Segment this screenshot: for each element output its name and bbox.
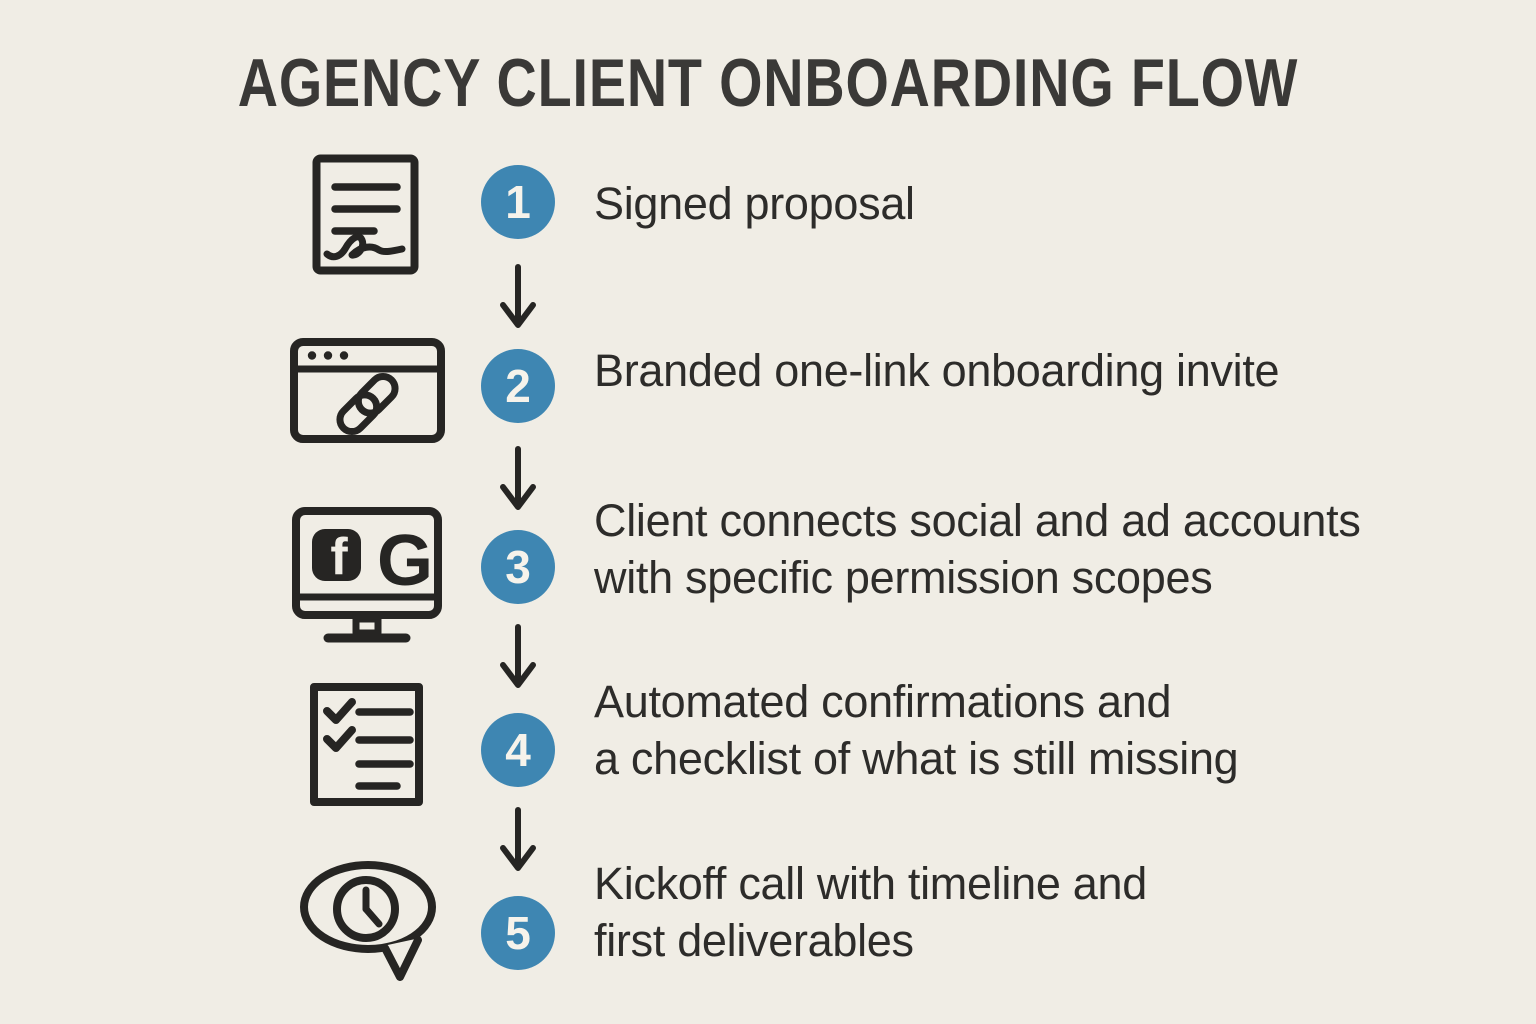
- step-label: Branded one-link onboarding invite: [594, 342, 1280, 399]
- monitor-social-ads-icon: f G: [292, 507, 442, 644]
- step-label: Automated confirmations and a checklist …: [594, 673, 1239, 787]
- flow-arrow-down-icon: [496, 623, 540, 691]
- browser-link-icon: [290, 338, 445, 443]
- step-number: 3: [505, 541, 531, 593]
- step-label: Kickoff call with timeline and first del…: [594, 855, 1147, 969]
- step-number-badge: 4: [481, 713, 555, 787]
- flow-arrow-down-icon: [496, 445, 540, 513]
- step-line: a checklist of what is still missing: [594, 733, 1239, 784]
- step-line: first deliverables: [594, 915, 914, 966]
- chat-clock-icon: [298, 859, 438, 981]
- flow-arrow-down-icon: [496, 806, 540, 874]
- page-title: AGENCY CLIENT ONBOARDING FLOW: [237, 45, 1299, 121]
- step-number: 5: [505, 907, 531, 959]
- step-line: Branded one-link onboarding invite: [594, 345, 1280, 396]
- step-number-badge: 2: [481, 349, 555, 423]
- step-label: Signed proposal: [594, 175, 915, 232]
- facebook-letter: f: [330, 528, 348, 586]
- step-number-badge: 3: [481, 530, 555, 604]
- step-label: Client connects social and ad accounts w…: [594, 492, 1361, 606]
- step-number: 1: [505, 176, 531, 228]
- checklist-icon: [310, 683, 423, 806]
- step-line: with specific permission scopes: [594, 552, 1213, 603]
- step-number-badge: 1: [481, 165, 555, 239]
- step-number: 2: [505, 360, 531, 412]
- step-line: Client connects social and ad accounts: [594, 495, 1361, 546]
- google-letter: G: [377, 521, 433, 601]
- step-line: Signed proposal: [594, 178, 915, 229]
- step-number: 4: [505, 724, 531, 776]
- step-line: Automated confirmations and: [594, 676, 1172, 727]
- flow-arrow-down-icon: [496, 263, 540, 331]
- signed-document-icon: [312, 154, 419, 275]
- step-number-badge: 5: [481, 896, 555, 970]
- step-line: Kickoff call with timeline and: [594, 858, 1147, 909]
